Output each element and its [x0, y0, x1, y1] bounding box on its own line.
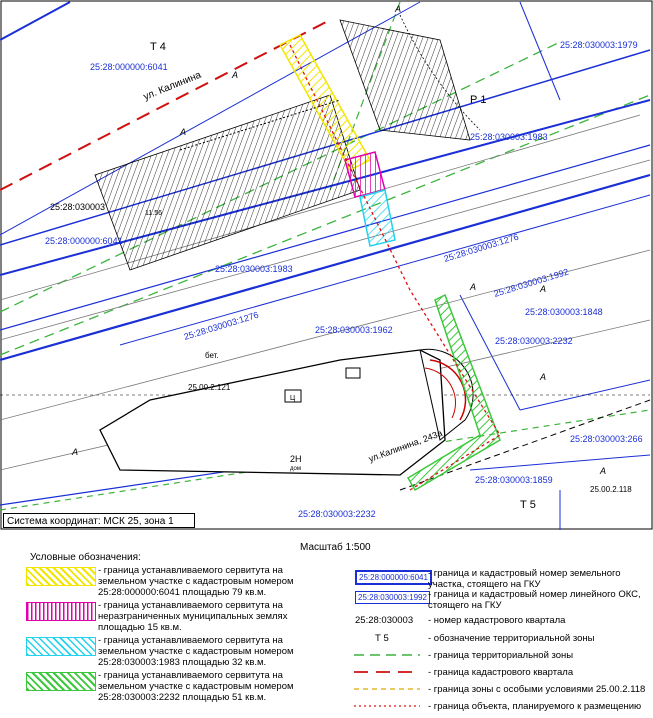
cadastral-label: 25:28:000000:6041 [45, 236, 123, 246]
legend-item: - граница устанавливаемого сервитута на … [98, 565, 294, 598]
scale-label: Масштаб 1:500 [300, 542, 371, 553]
legend-item: - граница территориальной зоны [428, 650, 574, 661]
area-letter: А [71, 447, 78, 457]
legend-title: Условные обозначения: [30, 552, 141, 563]
legend-key: 25:28:000000:6041 [355, 570, 432, 585]
cadastral-label: 25:28:030003:1859 [475, 475, 553, 485]
legend-item: - граница устанавливаемого сервитута на … [98, 600, 288, 633]
zone-code-label: 25.00.2.121 [188, 383, 231, 392]
building-mark: Ц [290, 395, 296, 402]
easement-1983 [359, 189, 396, 247]
legend-item: - граница устанавливаемого сервитута на … [98, 670, 294, 703]
zone-boundary-line [0, 94, 651, 356]
legend-item: - граница и кадастровый номер линейного … [428, 589, 641, 611]
cadastral-label: 25:28:030003:2232 [298, 509, 376, 519]
area-letter: А [179, 127, 186, 137]
area-letter: А [539, 372, 546, 382]
area-letter: А [539, 284, 546, 294]
cadastral-label: 25:28:030003:266 [570, 434, 643, 444]
quarter-label: 25:28:030003 [50, 202, 105, 212]
legend-item: - обозначение территориальной зоны [428, 633, 595, 644]
easement-2232 [406, 293, 501, 492]
cadastral-label: 25:28:030003:2232 [495, 336, 573, 346]
zone-label-t5: Т 5 [520, 499, 536, 511]
legend-item: - граница зоны с особыми условиями 25.00… [428, 684, 646, 695]
zone-code-label: 25.00.2.118 [590, 485, 632, 494]
quarter-boundary-line [0, 19, 331, 191]
legend-key: Т 5 [375, 633, 389, 644]
legend-key: 25:28:030003 [355, 615, 414, 626]
legend-key: 25:28:030003:1992 [355, 591, 430, 604]
cadastral-label: 25:28:030003:1979 [560, 40, 638, 50]
cadastral-label: 25:28:030003:1983 [470, 132, 548, 142]
legend-item: - граница кадастрового квартала [428, 667, 574, 678]
cadastral-label: 25:28:030003:1983 [215, 264, 293, 274]
area-letter: А [231, 70, 238, 80]
legend-swatch-magenta [26, 602, 96, 621]
legend-item: - граница устанавливаемого сервитута на … [98, 635, 294, 668]
zone-label-t4: Т 4 [150, 41, 166, 53]
area-letter: А [469, 282, 476, 292]
cadastral-label: 25:28:030003:1848 [525, 307, 603, 317]
zone-label-p1: Р 1 [470, 94, 487, 106]
coordinate-system: Система координат: МСК 25, зона 1 [3, 513, 195, 528]
legend-swatch-cyan [26, 637, 96, 656]
concrete-label: бет. [205, 351, 219, 360]
legend-line-samples [354, 654, 420, 707]
area-letter: А [394, 4, 401, 14]
building [99, 349, 446, 476]
legend-item: - граница и кадастровый номер земельного… [428, 568, 621, 590]
cadastral-map: Т 4 Р 1 Т 5 ул. Калинина ул.Калинина, 24… [0, 0, 653, 530]
legend-item: - граница объекта, планируемого к размещ… [428, 701, 642, 712]
elevation-mark: 11.56 [145, 210, 162, 217]
cadastral-label: 25:28:000000:6041 [90, 62, 168, 72]
cadastral-label: 25:28:030003:1962 [315, 325, 393, 335]
area-letter: А [599, 466, 606, 476]
building-label: 2Н [290, 454, 302, 464]
legend-item: - номер кадастрового квартала [428, 615, 566, 626]
legend-swatch-yellow [26, 567, 96, 586]
legend-swatch-green [26, 672, 96, 691]
building-sublabel: дом [290, 466, 301, 472]
